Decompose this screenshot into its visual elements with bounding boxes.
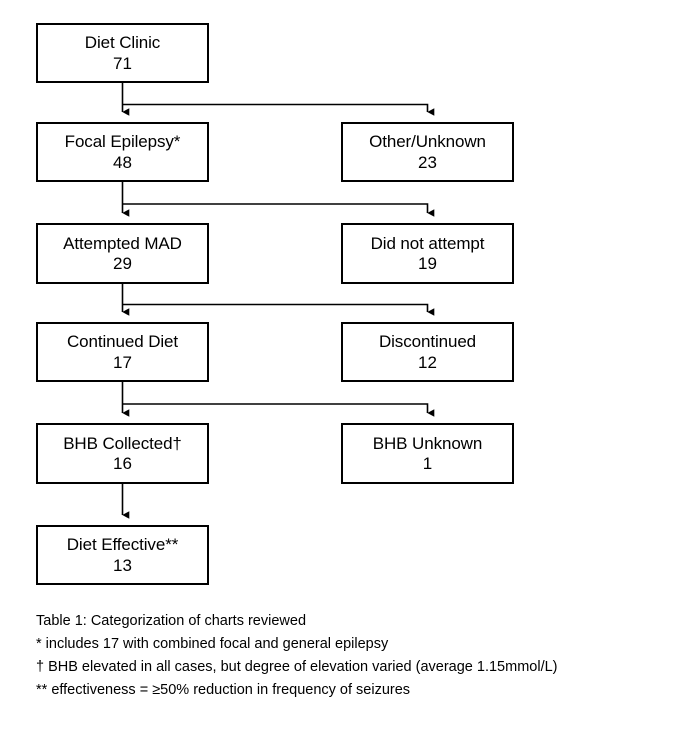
edge-focal-epilepsy-to-did-not-attempt bbox=[122, 203, 435, 217]
caption-block: Table 1: Categorization of charts review… bbox=[36, 610, 666, 702]
node-label: Discontinued bbox=[378, 332, 477, 352]
node-count: 12 bbox=[418, 352, 437, 372]
node-did-not-attempt: Did not attempt 19 bbox=[341, 223, 514, 284]
node-count: 71 bbox=[113, 53, 132, 73]
node-diet-clinic: Diet Clinic 71 bbox=[36, 23, 209, 83]
node-count: 13 bbox=[113, 555, 132, 575]
node-bhb-unknown: BHB Unknown 1 bbox=[341, 423, 514, 484]
caption-footnote-asterisk: * includes 17 with combined focal and ge… bbox=[36, 636, 389, 652]
node-count: 23 bbox=[418, 152, 437, 172]
node-diet-effective: Diet Effective** 13 bbox=[36, 525, 209, 585]
node-label: Focal Epilepsy* bbox=[64, 132, 181, 152]
node-label: Other/Unknown bbox=[369, 132, 486, 152]
node-count: 48 bbox=[113, 152, 132, 172]
caption-footnote-dagger: † BHB elevated in all cases, but degree … bbox=[36, 659, 558, 675]
node-label: Diet Clinic bbox=[84, 33, 161, 53]
node-other-unknown: Other/Unknown 23 bbox=[341, 122, 514, 182]
edge-diet-clinic-to-other-unknown bbox=[122, 103, 435, 116]
node-continued-diet: Continued Diet 17 bbox=[36, 322, 209, 382]
node-focal-epilepsy: Focal Epilepsy* 48 bbox=[36, 122, 209, 182]
caption-title: Table 1: Categorization of charts review… bbox=[36, 613, 307, 629]
node-count: 29 bbox=[113, 254, 132, 273]
node-count: 17 bbox=[113, 352, 132, 372]
edge-continued-diet-to-bhb-unknown bbox=[122, 403, 435, 417]
node-attempted-mad: Attempted MAD 29 bbox=[36, 223, 209, 284]
caption-footnote-double-asterisk: ** effectiveness = ≥50% reduction in fre… bbox=[36, 682, 411, 698]
node-count: 16 bbox=[113, 454, 132, 473]
node-label: BHB Collected† bbox=[63, 433, 182, 453]
node-label: Continued Diet bbox=[66, 332, 179, 352]
node-label: BHB Unknown bbox=[372, 433, 483, 453]
node-label: Diet Effective** bbox=[66, 535, 179, 555]
node-count: 1 bbox=[422, 454, 433, 473]
edge-attempted-mad-to-discontinued bbox=[122, 303, 435, 316]
node-bhb-collected: BHB Collected† 16 bbox=[36, 423, 209, 484]
node-label: Did not attempt bbox=[370, 233, 485, 253]
node-label: Attempted MAD bbox=[63, 233, 182, 253]
node-discontinued: Discontinued 12 bbox=[341, 322, 514, 382]
node-count: 19 bbox=[418, 254, 437, 273]
